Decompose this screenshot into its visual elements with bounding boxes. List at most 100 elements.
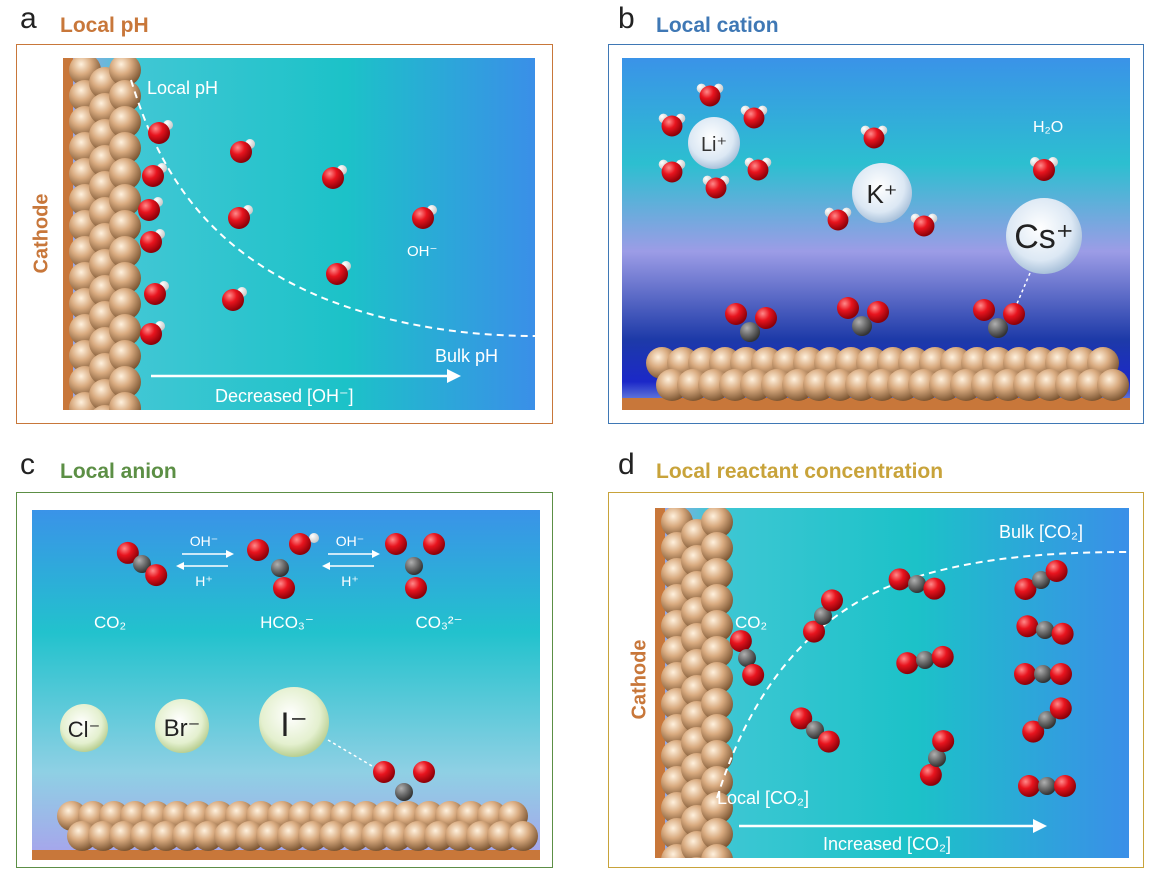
- copper-electrode-slab: [646, 347, 1129, 401]
- iodide-label: I⁻: [280, 706, 307, 744]
- oxygen-atom: [230, 141, 252, 163]
- oxygen-atom: [662, 116, 683, 137]
- oxygen-atom: [742, 664, 764, 686]
- carbon-atom: [1034, 665, 1052, 683]
- oxygen-atom: [725, 303, 747, 325]
- oxygen-atom: [923, 578, 945, 600]
- carbon-atom: [740, 322, 760, 342]
- oxygen-atom: [228, 207, 250, 229]
- oxygen-atom: [755, 307, 777, 329]
- oxygen-atom: [289, 533, 311, 555]
- co2-molecule: [1018, 775, 1076, 797]
- oxygen-atom: [700, 86, 721, 107]
- reverse-h-label: H⁺: [195, 573, 213, 589]
- oxygen-atom: [1046, 560, 1068, 582]
- oxygen-atom: [914, 216, 935, 237]
- oxygen-atom: [821, 589, 843, 611]
- oxygen-atom: [1003, 303, 1025, 325]
- oxygen-atom: [385, 533, 407, 555]
- oxygen-atom: [1054, 775, 1076, 797]
- carbon-atom: [395, 783, 413, 801]
- oxygen-atom: [730, 630, 752, 652]
- bromide-label: Br⁻: [164, 715, 201, 742]
- oxygen-atom: [1033, 159, 1055, 181]
- forward-oh-label: OH⁻: [190, 533, 218, 549]
- oxygen-atom: [148, 122, 170, 144]
- oxygen-atom: [662, 162, 683, 183]
- local-ph-label: Local pH: [147, 78, 218, 98]
- oxygen-atom: [973, 299, 995, 321]
- oxygen-atom: [273, 577, 295, 599]
- oxygen-atom: [744, 108, 765, 129]
- oxygen-atom: [837, 297, 859, 319]
- panel-a-cathode-label-wrap: Cathode: [22, 180, 62, 290]
- copper-atom: [508, 821, 538, 851]
- forward-oh-label-2: OH⁻: [336, 533, 364, 549]
- oxygen-atom: [413, 761, 435, 783]
- panel-d-letter: d: [618, 448, 635, 482]
- water-label: H₂O: [1033, 119, 1063, 136]
- carbon-atom: [1038, 777, 1056, 795]
- oxygen-atom: [864, 128, 885, 149]
- oxygen-atom: [920, 764, 942, 786]
- oxygen-atom: [142, 165, 164, 187]
- oxygen-atom: [140, 323, 162, 345]
- oxygen-atom: [706, 178, 727, 199]
- carbon-atom: [988, 318, 1008, 338]
- co2-label: CO₂: [735, 613, 767, 632]
- li-cation-label: Li⁺: [701, 134, 727, 156]
- hydroxide-label: OH⁻: [407, 243, 437, 260]
- panel-d-title: Local reactant concentration: [656, 460, 943, 484]
- carbon-atom: [1036, 621, 1054, 639]
- oxygen-atom: [896, 652, 918, 674]
- panel-b-letter: b: [618, 2, 635, 36]
- panel-c-canvas: CO₂ HCO₃⁻ CO₃²⁻ OH⁻ H⁺ OH⁻ H⁺ Cl⁻ Br⁻ I⁻: [32, 510, 540, 860]
- oxygen-atom: [140, 231, 162, 253]
- oxygen-atom: [1018, 775, 1040, 797]
- panel-c-letter: c: [20, 448, 35, 482]
- oxygen-atom: [412, 207, 434, 229]
- oxygen-atom: [867, 301, 889, 323]
- oxygen-atom: [144, 283, 166, 305]
- panel-d-canvas: Bulk [CO₂] Local [CO₂] CO₂ Increased [CO…: [655, 508, 1129, 858]
- chloride-label: Cl⁻: [68, 717, 100, 742]
- panel-a-letter: a: [20, 2, 37, 36]
- panel-b-canvas: Li⁺ K⁺ Cs⁺ H₂O: [622, 58, 1130, 410]
- oxygen-atom: [373, 761, 395, 783]
- oxygen-atom: [138, 199, 160, 221]
- carbon-atom: [405, 557, 423, 575]
- copper-electrode-slab: [57, 801, 538, 851]
- oxygen-atom: [1016, 615, 1038, 637]
- panel-d-cathode-label-wrap: Cathode: [620, 620, 660, 740]
- carbon-atom: [852, 316, 872, 336]
- carbon-atom: [908, 575, 926, 593]
- cathode-label: Cathode: [31, 174, 54, 294]
- oxygen-atom: [145, 564, 167, 586]
- copper-electrode-column: [69, 58, 141, 410]
- copper-atom: [1097, 369, 1129, 401]
- increased-co2-label: Increased [CO₂]: [823, 834, 951, 854]
- carbon-atom: [916, 651, 934, 669]
- oxygen-atom: [748, 160, 769, 181]
- panel-a-canvas: Local pH Bulk pH OH⁻ Decreased [OH⁻]: [63, 58, 535, 410]
- co2-label: CO₂: [94, 613, 126, 632]
- panel-c-title: Local anion: [60, 460, 177, 484]
- panel-a-title: Local pH: [60, 14, 149, 38]
- co2-molecule: [1014, 663, 1072, 685]
- oxygen-atom: [423, 533, 445, 555]
- oxygen-atom: [932, 730, 954, 752]
- oxygen-atom: [322, 167, 344, 189]
- carbonate-label: CO₃²⁻: [415, 613, 462, 632]
- oxygen-atom: [1050, 697, 1072, 719]
- oxygen-atom: [818, 731, 840, 753]
- cathode-label: Cathode: [629, 620, 652, 740]
- oxygen-atom: [1052, 623, 1074, 645]
- oxygen-atom: [1050, 663, 1072, 685]
- oxygen-atom: [222, 289, 244, 311]
- oxygen-atom: [326, 263, 348, 285]
- oxygen-atom: [247, 539, 269, 561]
- electrode-bar: [32, 850, 540, 860]
- oxygen-atom: [1014, 663, 1036, 685]
- oxygen-atom: [889, 568, 911, 590]
- cs-cation-label: Cs⁺: [1014, 218, 1074, 256]
